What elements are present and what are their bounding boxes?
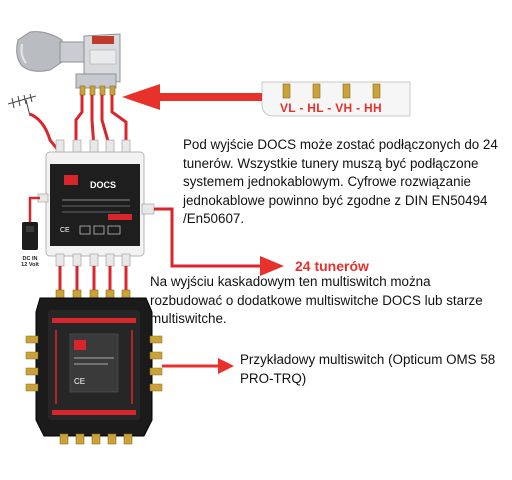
polarization-callout-box [261, 81, 411, 117]
docs-output-description: Pod wyjście DOCS może zostać podłączonyc… [183, 137, 498, 227]
example-multiswitch-label: Przykładowy multiswitch (Opticum OMS 58 … [240, 352, 496, 386]
cascade-output-description: Na wyjściu kaskadowym ten multiswitch mo… [150, 274, 483, 327]
svg-text:CE: CE [74, 377, 85, 386]
docs-output-arrow [154, 207, 284, 276]
polarizations-label: VL - HL - VH - HH [280, 101, 382, 115]
tuners-label: 24 tunerów [295, 258, 369, 274]
docs-multiswitch-icon: DOCS CE [37, 139, 155, 267]
lnb-to-docs-cables [74, 95, 128, 149]
power-cable [28, 196, 40, 222]
power-supply-label-line2: 12 Volt [21, 262, 39, 268]
terrestrial-antenna-icon [7, 93, 37, 117]
cascade-cables [58, 266, 128, 294]
arrow-to-lnb [122, 84, 262, 110]
svg-text:DOCS: DOCS [90, 180, 116, 190]
power-supply-label-line1: DC IN [22, 256, 38, 262]
terrestrial-cable [29, 112, 60, 151]
opticum-multiswitch-icon: CE [25, 289, 163, 445]
power-adapter-icon [22, 222, 38, 250]
power-supply-label: DC IN 12 Volt [18, 256, 42, 268]
lnb-quattro-icon [16, 31, 121, 89]
svg-text:CE: CE [60, 227, 70, 234]
example-multiswitch-arrow [162, 358, 234, 374]
